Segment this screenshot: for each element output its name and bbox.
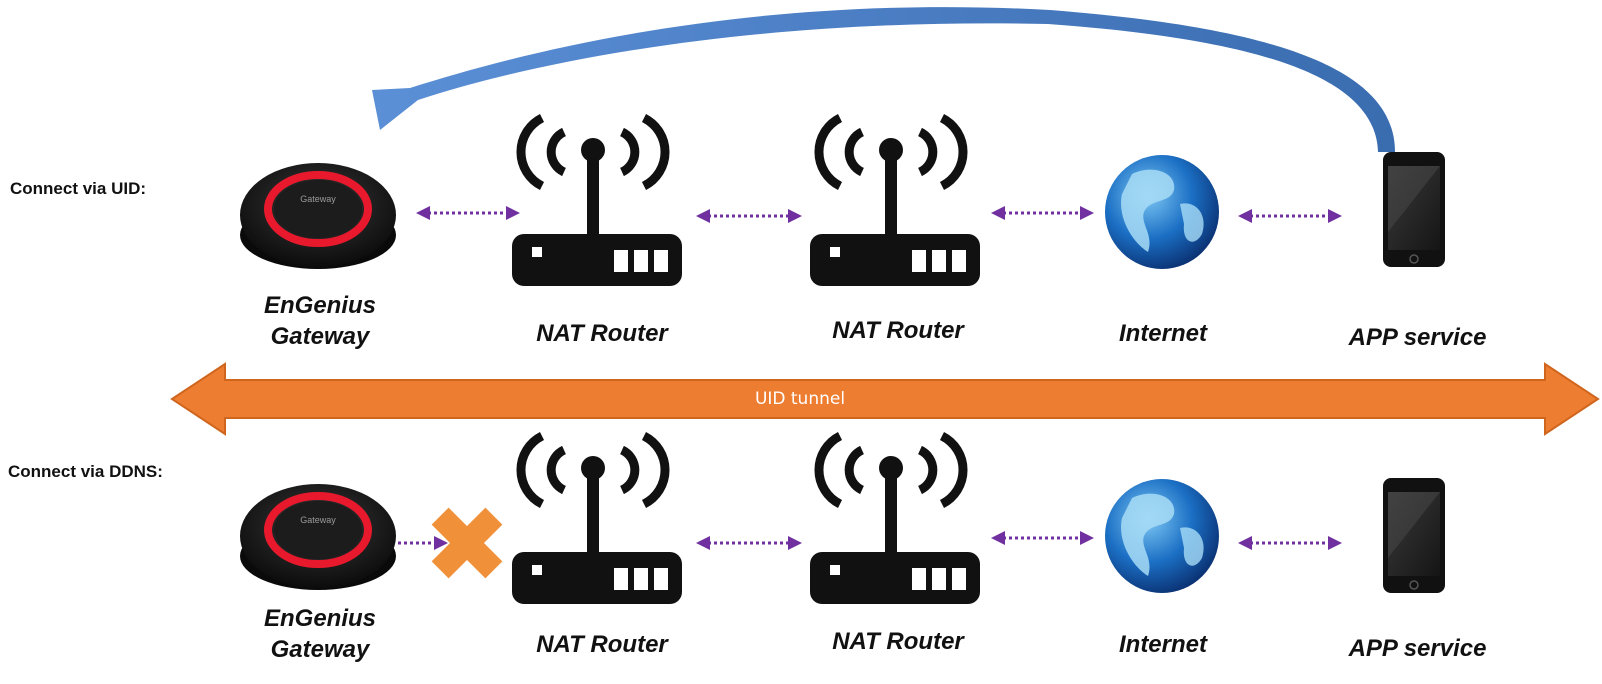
row-uid-links [428,211,1330,218]
uid-tunnel-label: UID tunnel [754,389,846,409]
device-label-router: NAT Router [536,631,668,658]
device-label-app: APP service [1348,324,1487,351]
smartphone-icon [1383,152,1445,267]
device-label-router: NAT Router [536,320,668,347]
row-ddns-arrowheads [434,531,1342,550]
device-label-gateway: EnGenius Gateway [263,605,377,663]
nat-router-icon [512,431,682,604]
device-label-internet: Internet [1118,631,1207,658]
nat-router-icon [810,113,980,286]
gateway-device-text: Gateway [300,515,336,525]
globe-icon [1105,155,1219,269]
device-label-router: NAT Router [832,628,964,655]
blocked-x-icon [431,507,503,579]
device-label-internet: Internet [1118,320,1207,347]
row-label-ddns: Connect via DDNS: [8,462,163,481]
nat-router-icon [512,113,682,286]
row-uid-arrowheads [416,206,1342,223]
gateway-device-icon: Gateway [240,484,396,590]
row-label-uid: Connect via UID: [10,179,147,198]
row-ddns-devices: Gateway [240,431,1445,604]
device-label-app: APP service [1348,635,1487,662]
curved-return-arrow [372,7,1395,153]
nat-router-icon [810,431,980,604]
uid-tunnel-arrow [170,362,1600,436]
device-label-gateway: EnGenius Gateway [263,292,377,350]
globe-icon [1105,479,1219,593]
device-label-router: NAT Router [832,317,964,344]
gateway-device-text: Gateway [300,194,336,204]
smartphone-icon [1383,478,1445,593]
row-uid-devices: Gateway [240,113,1445,286]
row-ddns-links [398,536,1330,545]
gateway-device-icon: Gateway [240,163,396,269]
